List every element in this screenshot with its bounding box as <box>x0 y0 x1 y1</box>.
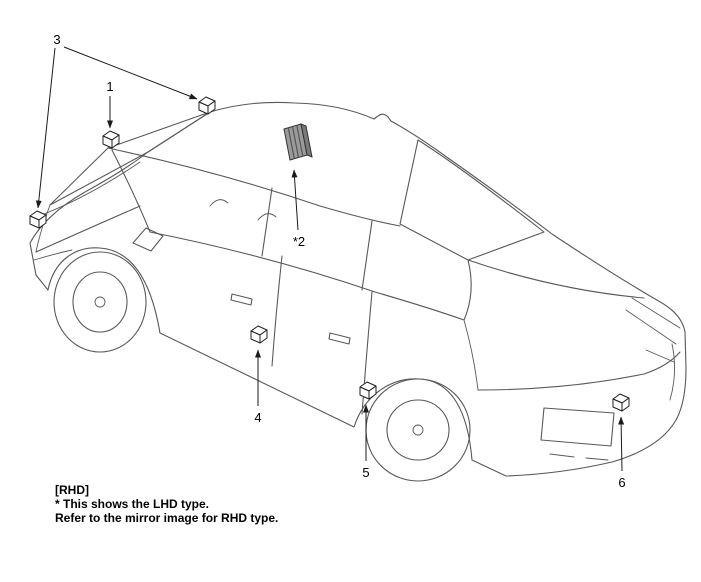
component-markers <box>29 96 630 412</box>
side-glass-front-edge <box>111 149 151 233</box>
callout-5-label: 5 <box>362 465 369 480</box>
callout-1-label: 1 <box>106 79 113 94</box>
component-3-fender-marker <box>29 210 47 229</box>
rear-rim <box>386 399 450 461</box>
windshield <box>49 111 211 206</box>
component-2-module <box>283 123 313 161</box>
callout-labels: 3 1 *2 4 5 6 <box>53 32 625 490</box>
c-pillar-front-edge <box>361 220 373 291</box>
callout-4-label: 4 <box>254 410 261 425</box>
rear-bumper-seam <box>477 351 681 391</box>
front-door-seam <box>271 255 283 367</box>
rear-hub <box>412 424 424 436</box>
footnote-drive-type: [RHD] <box>55 483 89 497</box>
trunk-deck-seam <box>467 259 645 299</box>
footnote-note-line-1: * This shows the LHD type. <box>55 497 210 511</box>
callout-3-arrow-fender <box>35 47 56 209</box>
callout-2-label: *2 <box>293 234 305 249</box>
b-pillar <box>261 187 273 257</box>
bumper-lower-details <box>549 453 609 461</box>
rear-door-seam <box>361 291 373 415</box>
quarter-panel-shoulder <box>463 259 472 321</box>
front-face-detail <box>33 249 73 261</box>
component-5-marker <box>359 381 377 400</box>
front-fender-edge <box>35 204 51 253</box>
beltline <box>149 231 465 321</box>
quarter-bumper-crease <box>463 319 479 391</box>
rear-tire <box>365 378 471 482</box>
component-4-marker <box>250 325 268 344</box>
hood-cut-line <box>43 161 141 215</box>
license-plate-recess <box>540 407 615 447</box>
front-door-handle <box>230 293 253 306</box>
callout-arrows <box>35 46 625 472</box>
rear-window <box>399 139 545 261</box>
headrest-lines <box>209 199 277 221</box>
front-tire <box>53 251 147 353</box>
front-wheel <box>53 251 147 353</box>
side-mirror <box>132 227 164 252</box>
car-body-outline <box>29 101 687 477</box>
rear-door-handle <box>328 332 351 345</box>
front-hub <box>94 296 106 308</box>
tail-face-line <box>669 343 675 401</box>
callout-3-arrow-roof <box>63 46 198 100</box>
car-illustration <box>29 101 687 482</box>
callout-2-arrow <box>291 169 299 231</box>
roof-drip-rail <box>107 147 401 227</box>
rear-wheel <box>365 378 471 482</box>
component-6-marker <box>612 393 630 412</box>
callout-6-arrow <box>618 416 625 472</box>
module-hatch-stripes <box>287 125 304 159</box>
footnote: [RHD] * This shows the LHD type. Refer t… <box>55 483 278 525</box>
footnote-note-line-2: Refer to the mirror image for RHD type. <box>55 511 279 525</box>
hood-crease <box>35 205 141 253</box>
callout-6-label: 6 <box>618 475 625 490</box>
callout-3-label: 3 <box>53 32 60 47</box>
front-rim <box>72 271 128 333</box>
taillight-lines <box>625 297 681 363</box>
